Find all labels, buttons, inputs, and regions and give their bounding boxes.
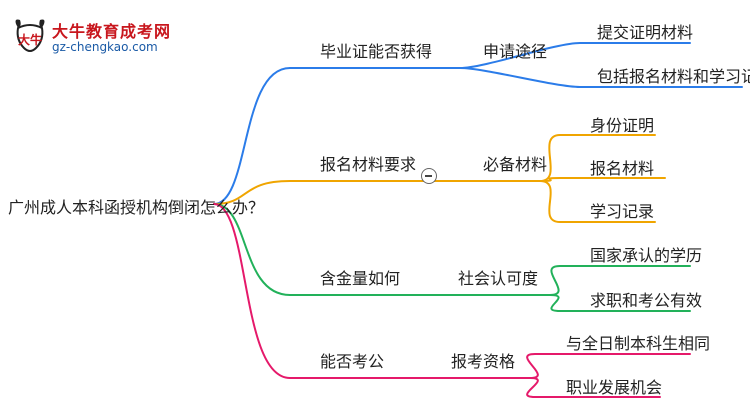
collapse-button[interactable] (421, 168, 437, 184)
branch-1-leaf-1-connector (459, 42, 691, 69)
branch-3-sub: 社会认可度 (458, 269, 539, 288)
branch-3-leaf-2-connector (549, 294, 691, 312)
site-logo[interactable]: 大牛 大牛教育成考网 gz-chengkao.com (10, 12, 180, 60)
root-to-branch-4-connector (213, 203, 291, 379)
leaf-2-3: 学习记录 (590, 202, 655, 221)
branch-4-sub: 报考资格 (451, 352, 516, 371)
leaf-2-2: 报名材料 (590, 159, 655, 178)
branch-2-leaf-3-connector (539, 180, 656, 223)
leaf-1-1: 提交证明材料 (597, 23, 694, 42)
leaf-3-1: 国家承认的学历 (590, 246, 703, 265)
root-to-branch-1-connector (213, 67, 291, 205)
branch-3-leaf-1-connector (549, 265, 691, 296)
bull-logo-icon: 大牛 (15, 19, 45, 52)
branch-3-label: 含金量如何 (320, 269, 401, 288)
leaf-2-1: 身份证明 (590, 116, 655, 135)
leaf-1-2: 包括报名材料和学习记录 (597, 67, 750, 86)
branch-2-leaf-1-connector (539, 134, 656, 182)
svg-text:大牛: 大牛 (18, 32, 42, 47)
leaf-3-2: 求职和考公有效 (590, 291, 703, 310)
branch-1-leaf-2-connector (459, 67, 743, 88)
logo-title: 大牛教育成考网 (52, 22, 172, 41)
branch-2-leaf-2-connector (539, 177, 666, 182)
root-to-branch-2-connector (213, 180, 291, 205)
branch-2-sub: 必备材料 (483, 155, 548, 174)
branch-2-label: 报名材料要求 (320, 155, 417, 174)
branch-4-leaf-2-connector (526, 377, 661, 398)
branch-1-sub: 申请途径 (483, 42, 548, 61)
branch-4-leaf-1-connector (526, 353, 691, 379)
branch-4-label: 能否考公 (320, 352, 385, 371)
root-node: 广州成人本科函授机构倒闭怎么办？ (8, 198, 265, 217)
logo-url: gz-chengkao.com (52, 40, 158, 54)
branch-1-label: 毕业证能否获得 (320, 42, 433, 61)
leaf-4-2: 职业发展机会 (566, 378, 663, 397)
leaf-4-1: 与全日制本科生相同 (566, 334, 711, 353)
root-to-branch-3-connector (213, 203, 291, 296)
